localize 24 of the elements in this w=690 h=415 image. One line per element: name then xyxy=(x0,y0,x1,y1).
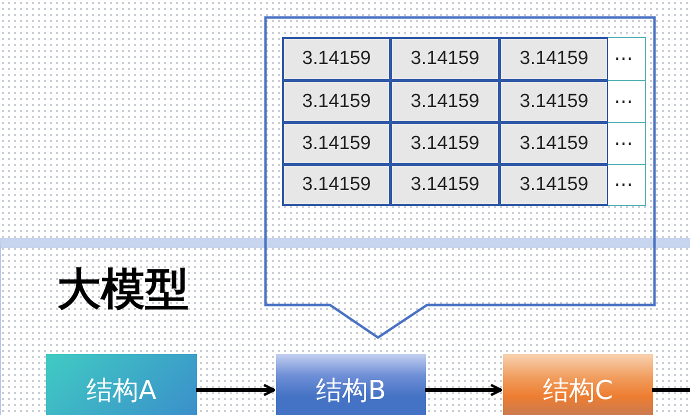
table-cell: 3.14159 xyxy=(499,37,609,81)
process-box: 结构A xyxy=(46,354,197,415)
process-box: 结构C xyxy=(503,354,653,415)
table-cell: 3.14159 xyxy=(499,80,609,123)
table-cell: 3.14159 xyxy=(282,122,391,165)
table-cell: ⋯ xyxy=(608,164,646,206)
table-cell: 3.14159 xyxy=(282,164,391,206)
table-cell: 3.14159 xyxy=(499,164,609,206)
table-cell: 3.14159 xyxy=(390,122,500,165)
process-box: 结构B xyxy=(276,354,426,415)
table-cell: ⋯ xyxy=(608,80,646,123)
table-cell: 3.14159 xyxy=(282,80,391,123)
callout-box xyxy=(264,16,656,339)
arrow xyxy=(196,384,276,396)
panel-title: 大模型 xyxy=(57,263,189,317)
table-cell: 3.14159 xyxy=(499,122,609,165)
table-cell: 3.14159 xyxy=(390,80,500,123)
table-cell: ⋯ xyxy=(608,37,646,81)
arrow xyxy=(425,384,502,396)
table-cell: 3.14159 xyxy=(390,164,500,206)
panel xyxy=(0,238,690,415)
table-cell: 3.14159 xyxy=(390,37,500,81)
table-cell: 3.14159 xyxy=(282,37,391,81)
table-cell: ⋯ xyxy=(608,122,646,165)
